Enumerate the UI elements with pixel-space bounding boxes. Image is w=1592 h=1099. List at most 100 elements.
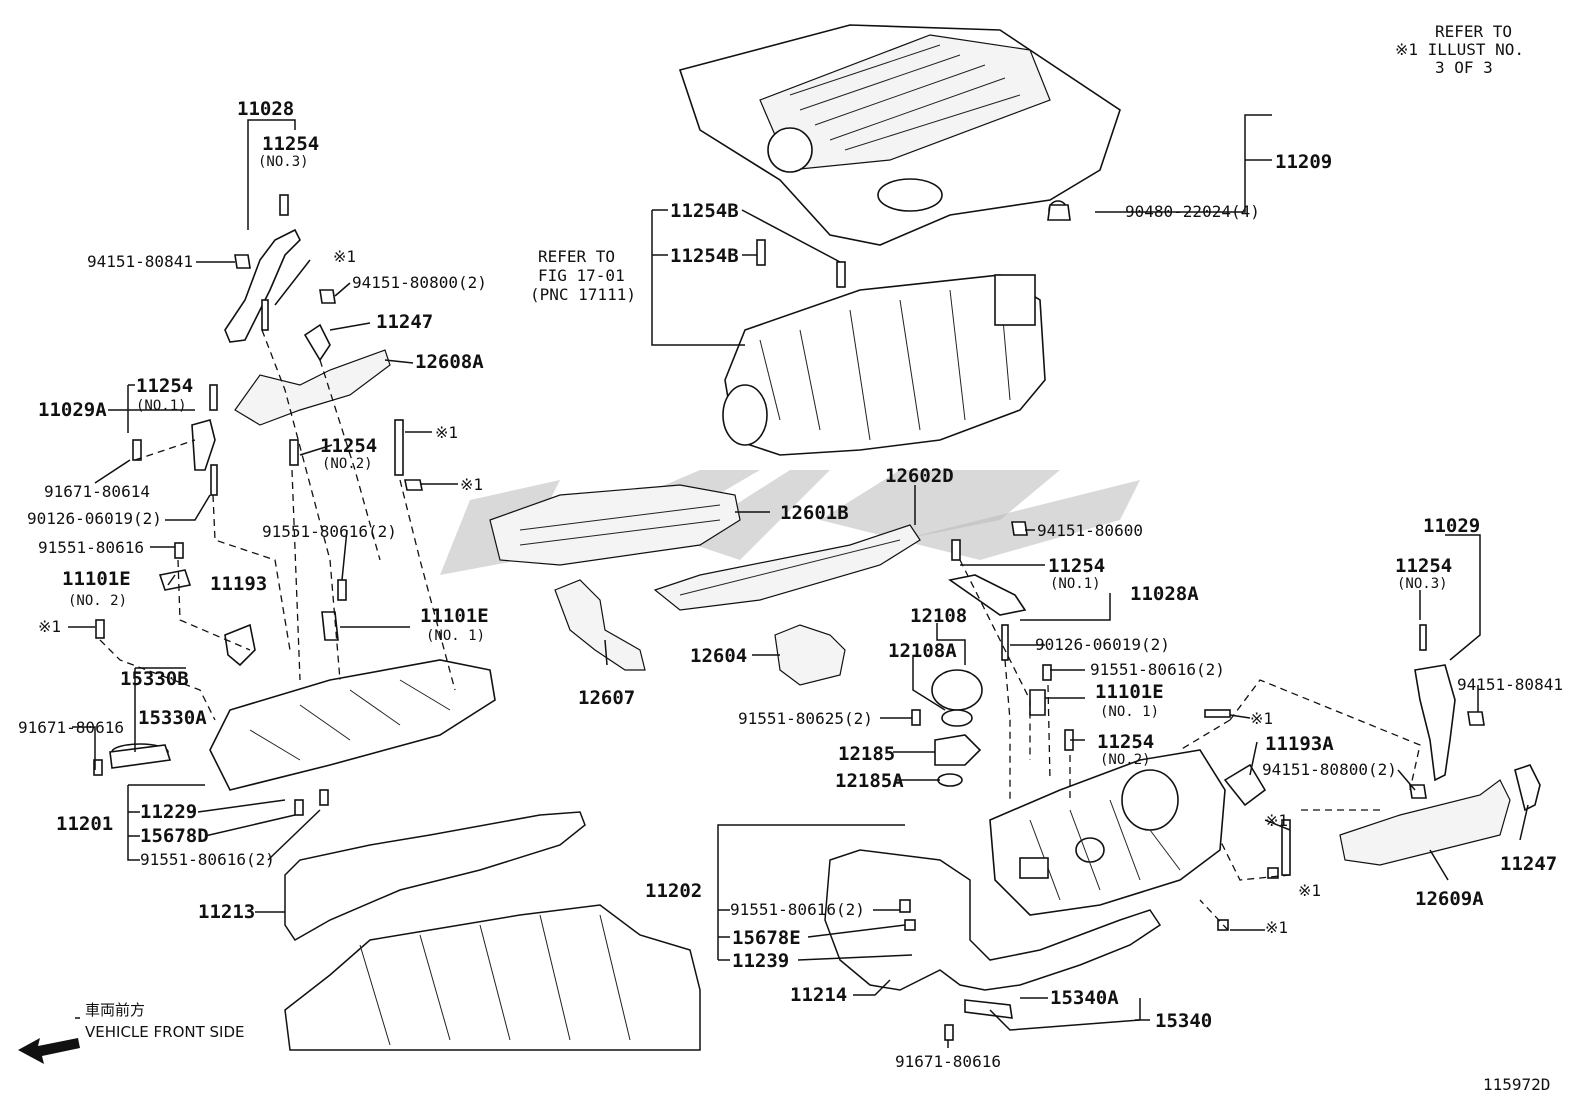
label-11214: 11214 [790,984,847,1006]
refer-note-line2: ※1 ILLUST NO. [1395,40,1524,59]
label-91551-80616: 91551-80616(2) [262,522,397,541]
insulator-12604 [774,624,846,686]
label-no1: (NO. 1) [426,628,485,644]
label-12185: 12185 [838,743,895,765]
oil-cap-11193 [224,623,256,667]
label-11247: 11247 [376,311,433,333]
refer-note-line3: 3 OF 3 [1435,58,1493,77]
bolts [93,194,1427,1041]
right-insulator [1339,779,1511,866]
nut-94151-80800-left [319,289,336,304]
left-insulator [234,349,391,426]
label-11254: 11254 [1395,555,1452,577]
bracket-11028A [948,574,1027,616]
label-15330A: 15330A [138,707,207,729]
label-11254B: 11254B [670,200,739,222]
engine-cover [678,24,1121,246]
vehicle-front-label-jp: 車両前方 [85,1001,145,1019]
label-11202: 11202 [645,880,702,902]
label-90126-06019: 90126-06019(2) [27,509,162,528]
ocv-15330B [109,744,172,769]
bracket-11247-right [1514,764,1541,812]
label-no2: (NO. 2) [68,593,127,609]
label-91551-80616: 91551-80616(2) [1090,660,1225,679]
label-12608A: 12608A [415,351,484,373]
label-91671-80616: 91671-80616 [895,1052,1001,1071]
label-11101E: 11101E [62,568,131,590]
label-no1: (NO.1) [1050,576,1101,592]
filler-neck-12185 [934,734,982,766]
left-cover-gasket [284,811,586,941]
label-11028: 11028 [237,98,294,120]
insulator-12602D [653,524,921,611]
label-11028A: 11028A [1130,583,1199,605]
label-no1: (NO.1) [136,398,187,414]
right-cover-gasket [824,849,1162,991]
refer-fig-line3: (PNC 17111) [530,285,636,304]
vehicle-front-arrow [18,1038,80,1064]
label-11254: 11254 [320,435,377,457]
refer-note-line1: REFER TO [1435,22,1512,41]
gasket-12185A [937,773,963,787]
nut-94151-80841-left [234,254,251,269]
label-x1: ※1 [333,247,356,266]
label-11029A: 11029A [38,399,107,421]
right-valve-cover [989,749,1226,916]
insulator-12607 [554,579,646,671]
label-no3: (NO.3) [1397,576,1448,592]
label-94151-80800: 94151-80800(2) [352,273,487,292]
label-91671-80616: 91671-80616 [18,718,124,737]
label-11029: 11029 [1423,515,1480,537]
label-x1: ※1 [1265,918,1288,937]
label-91551-80616: 91551-80616(2) [140,850,275,869]
label-11209: 11209 [1275,151,1332,173]
assembly-lines [99,329,1421,931]
label-91551-80616: 91551-80616 [38,538,144,557]
label-x1: ※1 [1265,811,1288,830]
label-11213: 11213 [198,901,255,923]
label-11254: 11254 [262,133,319,155]
label-11254: 11254 [136,375,193,397]
label-11101E: 11101E [420,605,489,627]
label-15678E: 15678E [732,927,801,949]
bracket-11028 [224,228,301,343]
label-no2: (NO.2) [322,456,373,472]
label-12185A: 12185A [835,770,904,792]
bracket-11029A [191,419,216,471]
label-11229: 11229 [140,801,197,823]
cam-sensor-left [158,569,192,591]
ocv-15340 [964,999,1013,1019]
label-90480-22024: 90480-22024(4) [1125,202,1260,221]
label-no1: (NO. 1) [1100,704,1159,720]
left-cylinder-head [284,904,701,1051]
cam-sensor-right [1029,689,1046,716]
nut-94151-80600 [1011,521,1028,536]
label-x1: ※1 [38,617,61,636]
insulator-12601B [489,484,741,566]
label-x1: ※1 [460,475,483,494]
label-x1: ※1 [435,423,458,442]
gasket-12108 [941,709,973,727]
nut-94151-80841-right [1467,711,1485,726]
cam-sensor-center [321,611,339,641]
label-91551-80625: 91551-80625(2) [738,709,873,728]
label-91551-80616: 91551-80616(2) [730,900,865,919]
label-11254: 11254 [1048,555,1105,577]
label-12601B: 12601B [780,502,849,524]
label-11254B: 11254B [670,245,739,267]
label-94151-80841: 94151-80841 [1457,675,1563,694]
label-12108A: 12108A [888,640,957,662]
bracket-11247-left [303,323,331,362]
label-x1: ※1 [1298,881,1321,900]
leader-lines [68,114,1529,1048]
label-94151-80600: 94151-80600 [1037,521,1143,540]
label-11247: 11247 [1500,853,1557,875]
refer-fig-line2: FIG 17-01 [538,266,625,285]
vehicle-front-label: VEHICLE FRONT SIDE [85,1023,245,1041]
grommet-90480 [1047,204,1071,221]
label-90126-06019: 90126-06019(2) [1035,635,1170,654]
label-11239: 11239 [732,950,789,972]
bracket-11029 [1414,664,1456,782]
